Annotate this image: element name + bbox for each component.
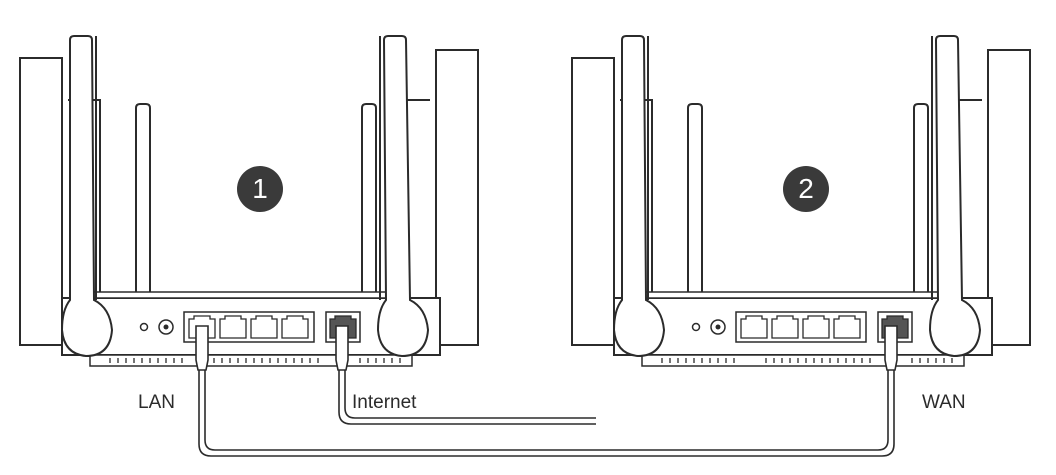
internet-plug bbox=[335, 325, 349, 371]
internet-cable bbox=[338, 370, 596, 425]
wan-plug bbox=[884, 325, 898, 371]
lan-to-wan-cable bbox=[198, 370, 895, 457]
internet-label: Internet bbox=[352, 392, 417, 413]
wan-label: WAN bbox=[922, 392, 966, 413]
lan-plug bbox=[195, 325, 209, 371]
lan-label: LAN bbox=[138, 392, 175, 413]
step-2-badge: 2 bbox=[783, 166, 829, 212]
step-1-badge: 1 bbox=[237, 166, 283, 212]
